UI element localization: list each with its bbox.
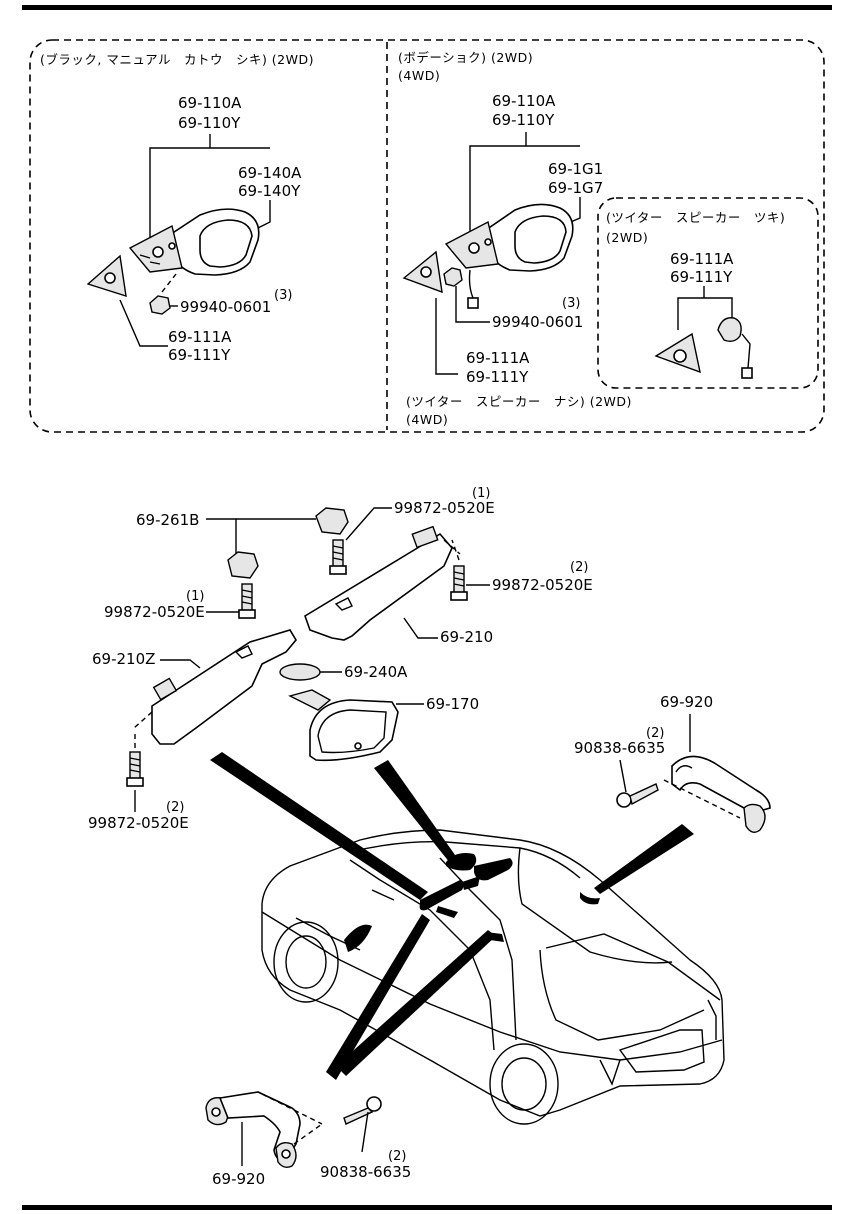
vanity-mirror-label: 69-240A [344, 663, 408, 681]
grip-front-screw-part: 90838-6635 [320, 1163, 411, 1181]
left-mirror-illustration [128, 208, 260, 276]
screw-left-part: 99872-0520E [104, 603, 205, 621]
sunvisor-left-leader [160, 659, 201, 669]
screw-right-qty: (2) [570, 560, 588, 575]
screw-top [329, 539, 347, 575]
inset-part-a: 69-111A [670, 250, 734, 268]
grip-rear-screw-part: 90838-6635 [574, 739, 665, 757]
screw-right-dash [451, 539, 460, 561]
left-glass-leader [257, 200, 271, 229]
screw-bottom-qty: (2) [166, 800, 184, 815]
screw-left [238, 583, 256, 619]
top-panel-frame [29, 39, 825, 433]
right-header-1: (ボデーショク) (2WD) [398, 50, 533, 65]
right-header-2: (4WD) [398, 68, 440, 83]
left-glass-part-b: 69-140Y [238, 182, 301, 200]
right-mirror-group: (ボデーショク) (2WD) (4WD) 69-110A 69-110Y 69-… [398, 50, 819, 427]
top-rule [22, 5, 832, 10]
inner-mirror-label: 69-170 [426, 695, 479, 713]
tweeter-inset: (ツイター スピーカー ツキ) (2WD) 69-111A 69-111Y [597, 197, 819, 389]
screw-top-qty: (1) [472, 486, 490, 501]
right-cover-part-b: 69-111Y [466, 368, 529, 386]
beam-grip-rear [594, 824, 694, 894]
left-nut-part: 99940-0601 [180, 298, 271, 316]
grip-rear-label: 69-920 [660, 693, 713, 711]
right-glass-part-a: 69-1G1 [548, 160, 603, 178]
beam-grip-front-1 [326, 914, 430, 1080]
left-cover-part-b: 69-111Y [168, 346, 231, 364]
sunvisor-left-label: 69-210Z [92, 650, 155, 668]
left-mirror-part-a: 69-110A [178, 94, 242, 112]
left-cover-leader [119, 299, 168, 347]
tweeter-inset-frame [597, 197, 819, 389]
visor-clip-top [315, 507, 349, 535]
right-mirror-part-b: 69-110Y [492, 111, 555, 129]
screw-top-leader [345, 507, 392, 541]
right-nut-part: 99940-0601 [492, 313, 583, 331]
screw-right [450, 565, 468, 601]
left-header: (ブラック, マニュアル カトウ シキ) (2WD) [40, 52, 314, 67]
interior-parts-group: 69-261B (1) 99872-0520E (2) 99872-0520E … [88, 486, 771, 1188]
left-mirror-leader [149, 147, 270, 240]
grip-front [205, 1091, 323, 1169]
right-footer-1: (ツイター スピーカー ナシ) (2WD) [406, 394, 632, 409]
bottom-rule [22, 1205, 832, 1210]
car-illustration [261, 829, 725, 1125]
grip-front-screw-leader [361, 1111, 369, 1153]
left-cover-part-a: 69-111A [168, 328, 232, 346]
right-nut-qty: (3) [562, 296, 580, 311]
inset-header-1: (ツイター スピーカー ツキ) [606, 210, 785, 225]
right-glass-part-b: 69-1G7 [548, 179, 603, 197]
grip-rear-screw [616, 783, 659, 808]
screw-bottom [126, 730, 144, 787]
grip-front-screw-qty: (2) [388, 1149, 406, 1164]
grip-rear [663, 755, 771, 833]
screw-left-qty: (1) [186, 589, 204, 604]
right-cover-part-a: 69-111A [466, 349, 530, 367]
sunvisor-right [304, 525, 461, 641]
visor-clip-leader [206, 518, 237, 556]
left-glass-part-a: 69-140A [238, 164, 302, 182]
sunvisor-left [133, 629, 297, 745]
right-mirror-illustration [444, 203, 574, 309]
grip-front-screw [343, 1096, 382, 1125]
beam-grip-front-2 [336, 930, 496, 1076]
sunvisor-right-label: 69-210 [440, 628, 493, 646]
screw-bottom-part: 99872-0520E [88, 814, 189, 832]
visor-clip-label: 69-261B [136, 511, 199, 529]
grip-rear-screw-leader [619, 759, 627, 793]
inner-mirror [288, 689, 399, 762]
sunvisor-right-leader [403, 617, 438, 639]
right-cover-hole [420, 266, 432, 278]
screw-right-part: 99872-0520E [492, 576, 593, 594]
grip-rear-screw-qty: (2) [646, 726, 664, 741]
screw-top-part: 99872-0520E [394, 499, 495, 517]
left-mirror-group: (ブラック, マニュアル カトウ シキ) (2WD) 69-110A 69-11… [40, 52, 314, 364]
beam-visor-left [210, 752, 428, 900]
right-nut [443, 267, 490, 323]
left-mirror-part-b: 69-110Y [178, 114, 241, 132]
left-nut-qty: (3) [274, 288, 292, 303]
vanity-mirror [279, 663, 321, 681]
inset-part-b: 69-111Y [670, 268, 733, 286]
right-cover-leader [435, 298, 458, 375]
left-cover-hole [104, 272, 116, 284]
right-footer-2: (4WD) [406, 412, 448, 427]
beam-visor-right [374, 760, 460, 868]
inset-header-2: (2WD) [606, 230, 648, 245]
top-panel: (ブラック, マニュアル カトウ シキ) (2WD) 69-110A 69-11… [29, 39, 825, 433]
right-mirror-leader [469, 145, 580, 240]
right-mirror-part-a: 69-110A [492, 92, 556, 110]
grip-front-label: 69-920 [212, 1170, 265, 1188]
left-nut [149, 273, 178, 315]
visor-clip-left [227, 551, 259, 579]
inset-tweeter [717, 317, 742, 343]
